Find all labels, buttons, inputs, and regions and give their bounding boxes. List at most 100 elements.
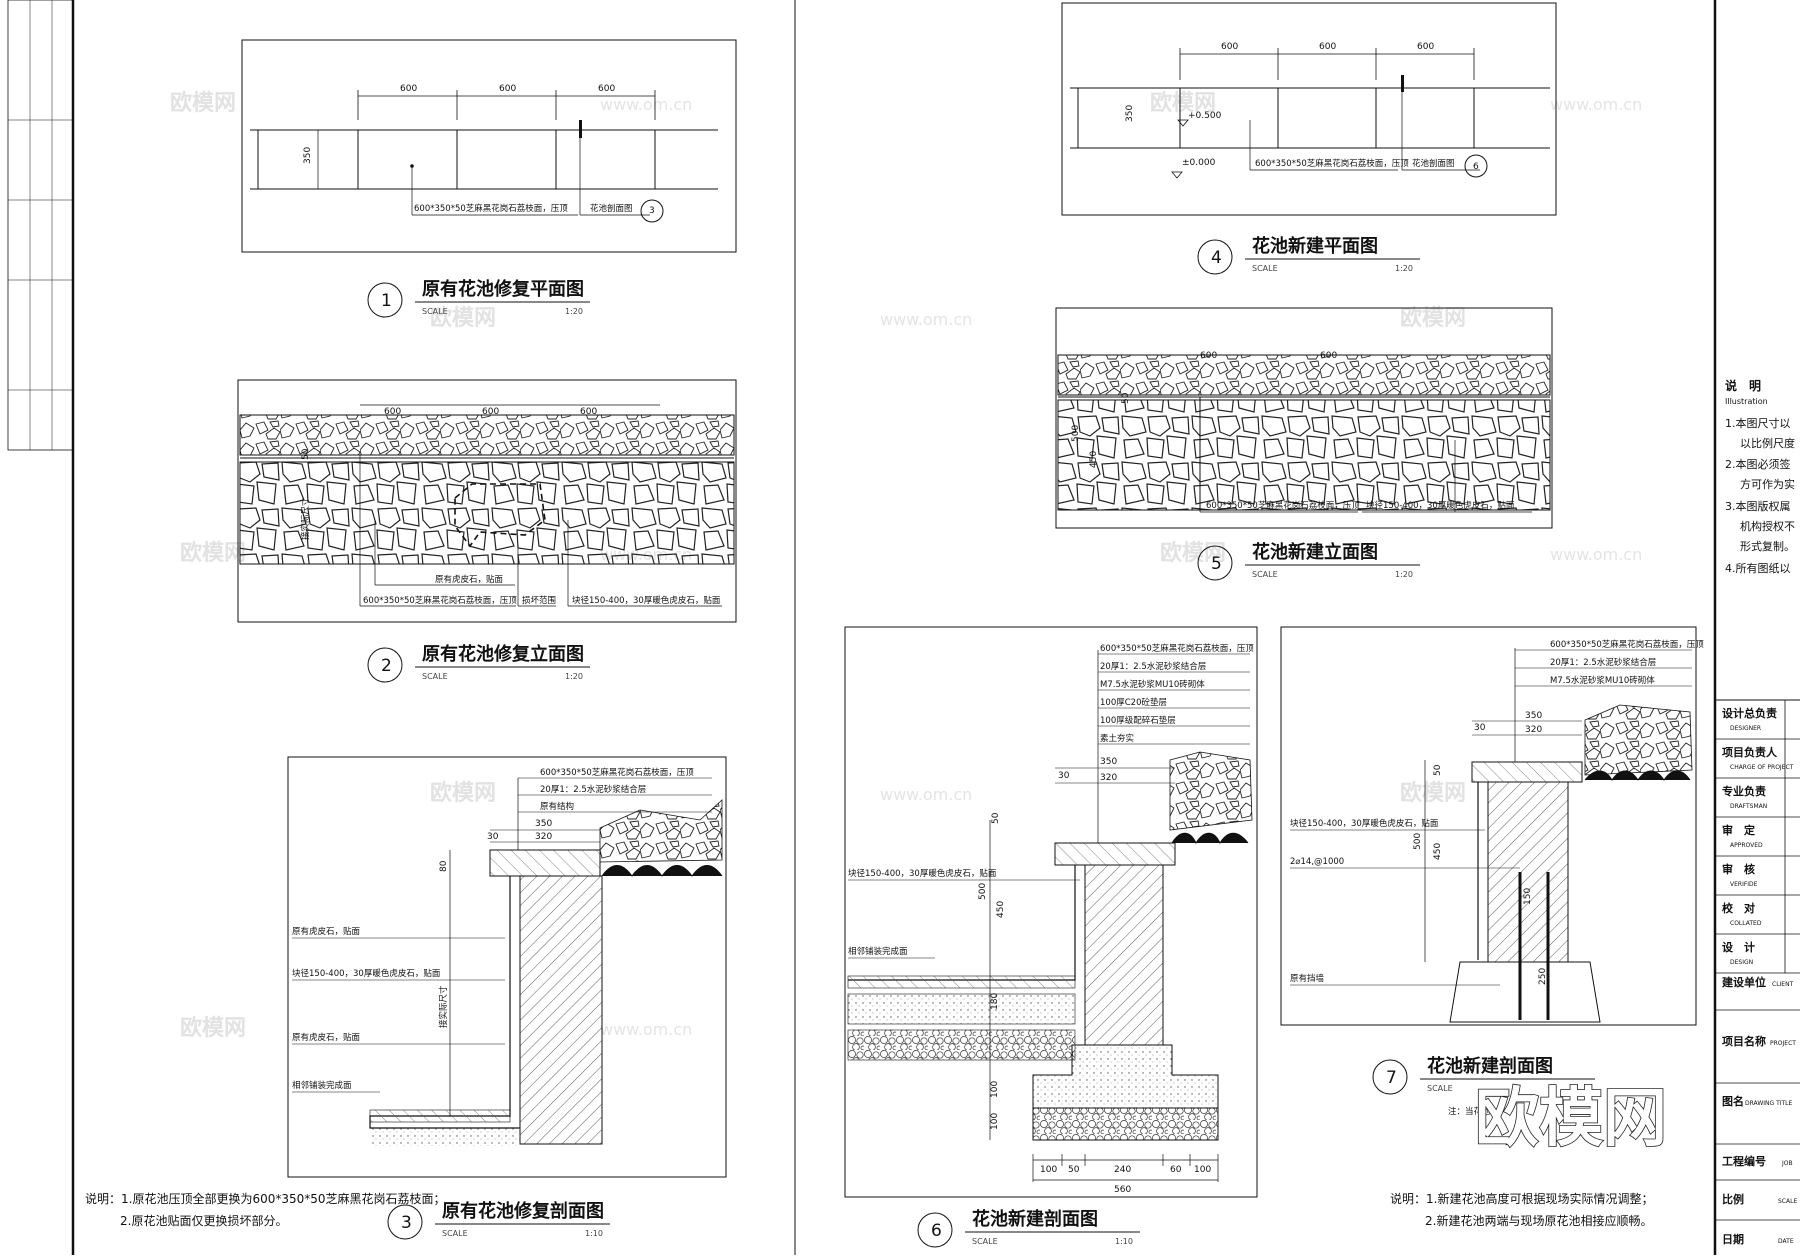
watermark: www.om.cn (880, 785, 972, 804)
annotation: 块径150-400，30厚暖色虎皮石，贴面 (292, 968, 441, 979)
drawing-label: 图名 (1722, 1094, 1744, 1108)
annotation: 块径150-400，30厚暖色虎皮石，贴面 (1290, 818, 1439, 829)
annotation: 原有虎皮石，贴面 (292, 1032, 361, 1043)
watermark: 欧模网 (1400, 780, 1466, 806)
dimension-label: 500 (1071, 425, 1081, 442)
drawing-number-circle (917, 1212, 953, 1248)
dimension-label: 600 (1200, 351, 1217, 361)
annotation: 600*350*50芝麻黑花岗石荔枝面，压顶 (363, 595, 517, 606)
watermark: www.om.cn (1550, 95, 1642, 114)
drawing-number: 2 (381, 656, 392, 676)
date-label-en: DATE (1778, 1238, 1794, 1245)
drawing-title: 花池新建剖面图 (1427, 1055, 1553, 1077)
drawing-6-section: 600*350*50芝麻黑花岗石荔枝面，压顶 20厚1：2.5水泥砂浆结合层 M… (844, 626, 1258, 1198)
note-line: 2.原花池贴面仅更换损坏部分。 (120, 1213, 287, 1228)
scale-label: SCALE (972, 1237, 998, 1246)
project-label: 项目名称 (1722, 1034, 1766, 1048)
watermark: www.om.cn (600, 1020, 692, 1039)
drawing-number: 4 (1211, 248, 1222, 268)
illustration-note: 以比例尺度 (1740, 436, 1795, 450)
dimension-label: 180 (990, 993, 1000, 1010)
drawing-number: 7 (1386, 1068, 1397, 1088)
annotation: 600*350*50芝麻黑花岗石荔枝面，压顶 (540, 767, 694, 778)
watermark: 欧模网 (430, 305, 496, 331)
note-line: 说明：1.原花池压顶全部更换为600*350*50芝麻黑花岗石荔枝面； (85, 1191, 446, 1206)
watermark: www.om.cn (880, 310, 972, 329)
dimension-label: 30 (487, 832, 499, 842)
dimension-label: 50 (1433, 764, 1443, 776)
watermark: 欧模网 (1400, 305, 1466, 331)
dimension-label: 600 (1417, 42, 1434, 52)
note-line: 2.新建花池两端与现场原花池相接应顺畅。 (1425, 1213, 1652, 1228)
annotation: 块径150-400，30厚暖色虎皮石，贴面 (572, 595, 721, 606)
dimension-label: 350 (1525, 711, 1542, 721)
annotation: 花池剖面图 (590, 203, 633, 214)
annotation: 100厚C20砼垫层 (1100, 697, 1167, 708)
dimension-label: 600 (1221, 42, 1238, 52)
illustration-note: 4.所有图纸以 (1725, 561, 1791, 575)
dimension-label: 100 (990, 1081, 1000, 1098)
dimension-label: 600 (1320, 351, 1337, 361)
watermark: 欧模网 (180, 1015, 246, 1041)
drawing-number-circle (1372, 1059, 1408, 1095)
title-block-role-en: APPROVED (1730, 842, 1763, 849)
scale-label: SCALE (1427, 1084, 1453, 1093)
annotation: 原有虎皮石，贴面 (435, 574, 504, 585)
annotation: 100厚级配碎石垫层 (1100, 715, 1176, 726)
drawing-number-circle (367, 282, 403, 318)
scale-value: 1:20 (1395, 264, 1413, 273)
title-block-role: 校 对 (1722, 901, 1755, 915)
annotation: 素土夯实 (1100, 733, 1134, 744)
annotation: 600*350*50芝麻黑花岗石荔枝面，压顶 (414, 203, 568, 214)
scale-value: 1:10 (1115, 1237, 1133, 1246)
scale-label: SCALE (422, 672, 448, 681)
section-mark: 6 (1473, 162, 1479, 172)
drawing-number: 1 (381, 291, 392, 311)
title-block-role-en: DRAFTSMAN (1730, 803, 1767, 810)
dimension-label: 350 (535, 819, 552, 829)
annotation: 相邻铺装完成面 (292, 1080, 352, 1091)
dimension-label: 250 (1538, 968, 1548, 985)
dimension-label: 240 (1114, 1165, 1131, 1175)
drawing-title: 原有花池修复平面图 (422, 278, 584, 300)
annotation: 损坏范围 (522, 595, 556, 606)
dimension-label: 350 (1125, 105, 1135, 122)
dimension-label: 600 (384, 407, 401, 417)
scale-value: 1:10 (585, 1229, 603, 1238)
annotation: 2⌀14,@1000 (1290, 857, 1344, 867)
notes-left: 说明：1.原花池压顶全部更换为600*350*50芝麻黑花岗石荔枝面； 2.原花… (85, 1191, 446, 1228)
annotation: M7.5水泥砂浆MU10砖砌体 (1100, 679, 1205, 690)
drawing-5-elevation: 600 600 50 500 450 600*350*50芝麻黑花岗石荔枝面，压… (1055, 307, 1553, 529)
drawing-number: 3 (401, 1213, 412, 1233)
annotation: 20厚1：2.5水泥砂浆结合层 (1100, 661, 1206, 672)
watermark: 欧模网 (1150, 90, 1216, 116)
dimension-label: 30 (1474, 723, 1486, 733)
watermark: 欧模网 (170, 90, 236, 116)
annotation: 相邻铺装完成面 (848, 946, 908, 957)
annotation: 600*350*50芝麻黑花岗石荔枝面，压顶 (1100, 643, 1254, 654)
drawing-title: 花池新建剖面图 (972, 1208, 1098, 1230)
drawing-title: 花池新建平面图 (1252, 235, 1378, 257)
drawing-number: 6 (931, 1221, 942, 1241)
drawing-number-circle (1197, 545, 1233, 581)
dimension-label: 60 (1170, 1165, 1182, 1175)
dimension-label: 450 (1433, 843, 1443, 860)
dimension-label: 500 (978, 883, 988, 900)
dimension-label: 150 (1523, 888, 1533, 905)
client-label: 建设单位 (1722, 975, 1766, 989)
dimension-label: 100 (990, 1113, 1000, 1130)
section-mark: 3 (649, 206, 655, 216)
client-label-en: CLIENT (1772, 981, 1794, 988)
illustration-heading: 说 明 (1725, 378, 1761, 393)
illustration-note: 形式复制。 (1740, 539, 1795, 553)
scale-label: SCALE (422, 307, 448, 316)
dimension-label: 450 (996, 901, 1006, 918)
scale-label: SCALE (1252, 264, 1278, 273)
project-label-en: PROJECT (1770, 1040, 1796, 1047)
dimension-label: 500 (1413, 833, 1423, 850)
drawing-number-circle (1197, 239, 1233, 275)
annotation: 原有挡墙 (1290, 973, 1325, 984)
title-block-role-en: DESIGNER (1730, 725, 1761, 732)
